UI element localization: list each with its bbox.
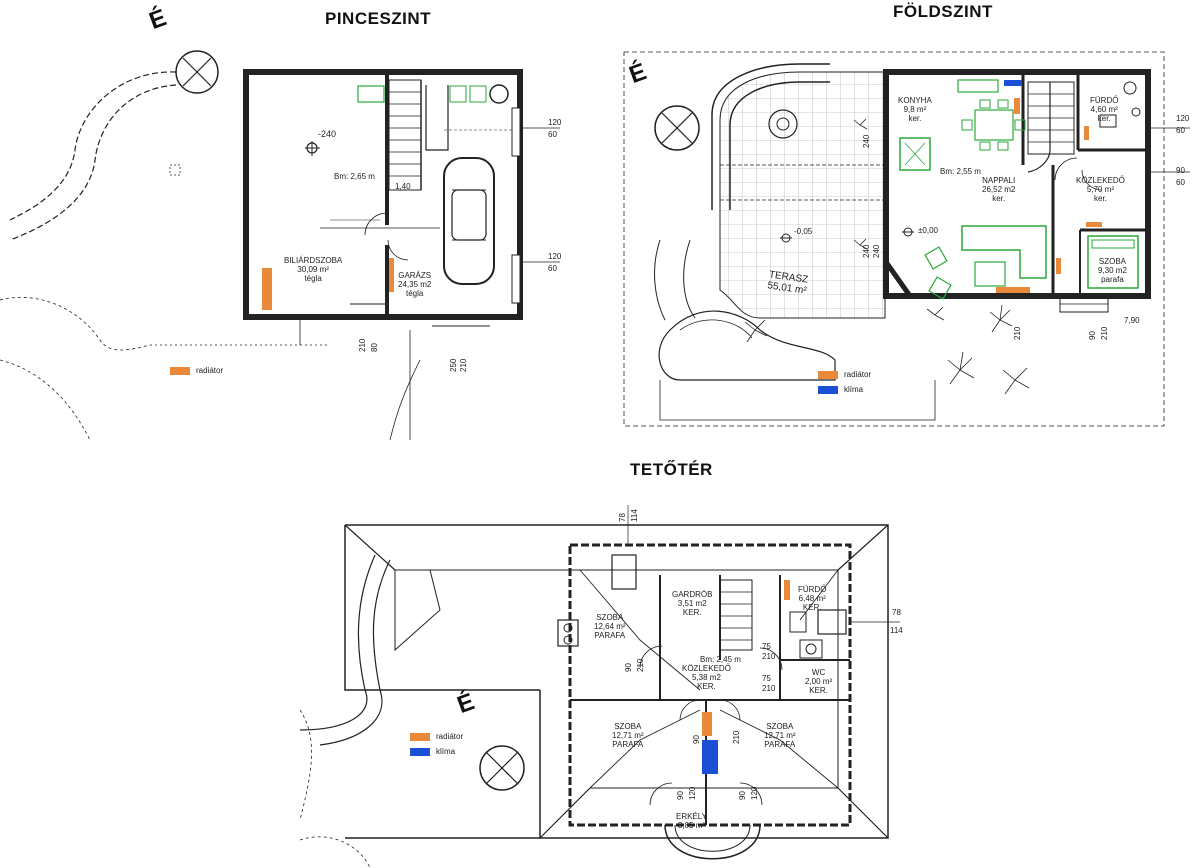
ground-outer-wall	[883, 69, 1151, 299]
basement-stair	[388, 79, 422, 191]
legend-radiator-swatch-attic	[410, 732, 430, 741]
radiator-attic-bath	[784, 580, 790, 600]
north-compass-ground	[654, 105, 700, 151]
dining-table	[974, 109, 1014, 141]
living-room-label: NAPPALI 26,52 m2 ker.	[982, 176, 1016, 203]
ground-hall-label: KÖZLEKEDŐ 5,70 m² ker.	[1076, 176, 1125, 203]
title-basement: PINCESZINT	[325, 9, 432, 28]
garage-car	[443, 157, 495, 285]
radiator-bedroom	[1086, 222, 1102, 227]
legend-aircon-swatch-attic	[410, 747, 430, 756]
basement-dim-3: 120	[548, 252, 562, 261]
basement-outer-wall	[243, 69, 523, 320]
basement-dim-stair: 1,40	[395, 182, 411, 191]
ground-height: Bm: 2,55 m	[940, 167, 981, 176]
legend-radiator-swatch-ground	[818, 370, 838, 379]
radiator-billiard	[262, 268, 272, 310]
attic-balcony	[664, 824, 761, 860]
attic-dim-11: 90	[692, 735, 701, 744]
ground-dim-j: 210	[1100, 326, 1109, 340]
legend-aircon-swatch-ground	[818, 385, 838, 394]
garage-label: GARÁZS 24,35 m2 tégla	[398, 271, 432, 298]
attic-balcony-label: ERKÉLY 3,85 m²	[676, 812, 707, 830]
living-sofa	[961, 225, 1047, 279]
basement-plan	[0, 50, 560, 441]
kitchen-label: KONYHA 9,8 m² ker.	[898, 96, 932, 123]
terrace-area	[719, 71, 886, 319]
ground-bath-label: FÜRDŐ 4,60 m² ker.	[1090, 96, 1119, 123]
radiator-garage	[389, 258, 394, 292]
ground-level-1: -0,05	[794, 227, 813, 236]
ground-dim-a: 240	[862, 134, 871, 148]
ground-dim-g: 240	[872, 244, 881, 258]
legend-aircon-attic: klíma	[410, 747, 455, 756]
attic-room3-label: SZOBA 12,71 m² PARAFA	[764, 722, 796, 749]
attic-dim-6: 210	[762, 652, 776, 661]
attic-roof-outline	[345, 524, 889, 839]
attic-hall-label: KÖZLEKEDŐ 5,38 m2 KER.	[682, 664, 731, 691]
wardrobe-label: GARDRÓB 3,51 m2 KER.	[672, 590, 713, 617]
ground-dim-c: 120	[1176, 114, 1190, 123]
basement-dim-5: 210	[358, 338, 367, 352]
ground-dim-k: 7,90	[1124, 316, 1140, 325]
radiator-kitchen	[1014, 98, 1020, 114]
ground-dim-f: 60	[1176, 178, 1185, 187]
radiator-living	[996, 287, 1030, 293]
attic-room2-label: SZOBA 12,71 m² PARAFA	[612, 722, 644, 749]
ground-dim-i: 90	[1088, 331, 1097, 340]
attic-room1-label: SZOBA 12,64 m² PARAFA	[594, 613, 626, 640]
billiard-room-label: BILIÁRDSZOBA 30,09 m² tégla	[284, 256, 343, 283]
attic-dim-8: 210	[762, 684, 776, 693]
attic-stair	[719, 579, 753, 651]
basement-dim-1: 120	[548, 118, 562, 127]
attic-dim-3: 78	[892, 608, 901, 617]
basement-level: -240	[318, 129, 337, 139]
legend-radiator-ground: radiátor	[818, 370, 871, 379]
radiator-bath-ground	[1084, 126, 1089, 140]
legend-radiator-basement: radiátor	[170, 366, 223, 375]
basement-dim-4: 60	[548, 264, 557, 273]
radiator-attic-hall	[702, 712, 712, 736]
attic-dim-7: 75	[762, 674, 771, 683]
attic-height: Bm: 2,45 m	[700, 655, 741, 664]
basement-height: Bm: 2,65 m	[334, 172, 375, 181]
attic-dim-1: 78	[618, 513, 627, 522]
ground-dim-h: 210	[1013, 326, 1022, 340]
legend-radiator-swatch	[170, 366, 190, 375]
ground-room-label: SZOBA 9,30 m2 parafa	[1098, 257, 1127, 284]
attic-dim-14: 120	[688, 786, 697, 800]
attic-dim-9: 90	[624, 663, 633, 672]
basement-dim-2: 60	[548, 130, 557, 139]
attic-bath-label: FÜRDŐ 6,48 m² KER.	[798, 585, 827, 612]
attic-wc-label: WC 2,00 m² KER.	[805, 668, 833, 695]
attic-dim-2: 114	[630, 509, 639, 522]
aircon-attic-hall	[702, 740, 718, 774]
bedroom-bed	[1087, 235, 1139, 289]
attic-dim-12: 210	[732, 730, 741, 744]
attic-dim-4: 114	[890, 626, 903, 635]
basement-dim-6: 80	[370, 343, 379, 352]
ground-dim-d: 60	[1176, 126, 1185, 135]
attic-dim-10: 210	[636, 658, 645, 672]
attic-dim-16: 120	[750, 786, 759, 800]
radiator-living-side	[1056, 258, 1061, 274]
attic-inner-wall	[568, 543, 852, 827]
title-ground: FÖLDSZINT	[893, 2, 993, 21]
attic-plan	[299, 505, 900, 868]
attic-dim-15: 90	[738, 791, 747, 800]
north-compass-attic	[479, 745, 525, 791]
attic-dim-13: 90	[676, 791, 685, 800]
ground-plan	[623, 51, 1190, 427]
legend-aircon-ground: klíma	[818, 385, 863, 394]
legend-radiator-attic: radiátor	[410, 732, 463, 741]
ground-dim-b: 240	[862, 244, 871, 258]
ground-dim-e: 90	[1176, 166, 1185, 175]
basement-dim-7: 210	[459, 358, 468, 372]
aircon-kitchen	[1004, 80, 1022, 86]
title-attic: TETŐTÉR	[630, 460, 713, 479]
ground-level-2: ±0,00	[918, 226, 938, 235]
basement-dim-8: 250	[449, 358, 458, 372]
attic-dim-5: 75	[762, 642, 771, 651]
